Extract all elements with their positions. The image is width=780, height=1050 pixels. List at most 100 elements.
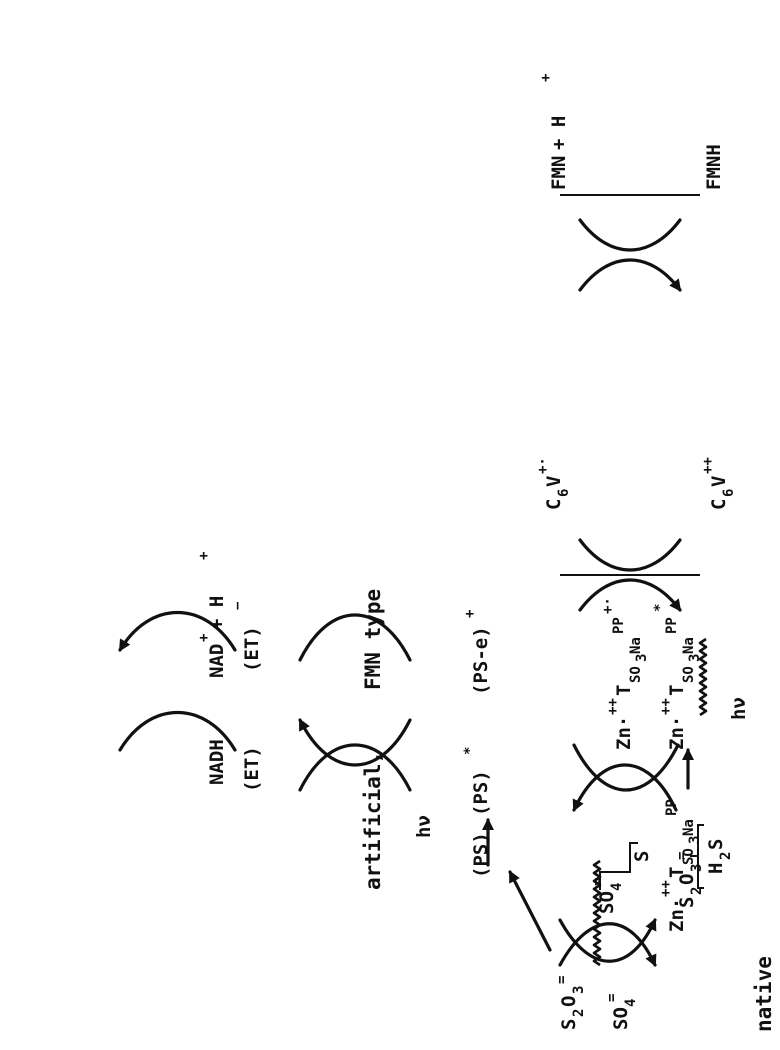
art-fmn-tail-sup: + xyxy=(538,74,554,82)
ps-excited-main: (PS) xyxy=(470,770,492,816)
native-arc2-c xyxy=(298,613,412,662)
s-label: S xyxy=(631,851,653,862)
art-t-sub2: 3 xyxy=(687,836,703,844)
art-arc2-b xyxy=(578,538,682,572)
art-arc3-a xyxy=(578,258,682,292)
art-s2o3-s: S xyxy=(558,1019,580,1030)
art-zn-pp-excited: Zn· ++ T SO 3 Na PP * xyxy=(652,604,703,750)
art-ex-t-sub2: 3 xyxy=(687,654,703,662)
art-arc3-b xyxy=(578,218,682,252)
nad-tail: + H xyxy=(206,596,228,630)
art-c6v-oxidized: C 6 V ++ xyxy=(700,457,737,510)
art-na-sup: PP xyxy=(664,799,680,816)
product-s: S xyxy=(631,851,653,862)
art-ox-t-sub2: 3 xyxy=(634,654,650,662)
art-ox-zn-sup: ++ xyxy=(605,698,621,715)
art-ox-t-sub: SO xyxy=(628,666,644,683)
art-ox-dot: +· xyxy=(600,597,616,614)
art-light-wave xyxy=(698,637,708,717)
native-section: native H 2 S S 2 O 3 = S SO 4 xyxy=(118,552,776,1032)
et-reduced-main: (ET) xyxy=(241,626,263,672)
donor-bracket xyxy=(697,824,704,889)
et-oxidized: (ET) xyxy=(241,746,263,792)
artificial-label: artificial, xyxy=(361,751,385,890)
so4-sub: 4 xyxy=(609,883,625,891)
art-ox-zn: Zn· xyxy=(613,716,635,750)
art-ex-star: * xyxy=(652,604,668,612)
s2o3-s-sub: 2 xyxy=(689,887,705,895)
native-light-wave xyxy=(592,859,602,967)
native-label: native xyxy=(752,956,776,1032)
ps-oxidized-charge: + xyxy=(462,610,478,618)
art-arc-in xyxy=(558,922,657,967)
art-fmnh: FMNH xyxy=(703,144,725,190)
art-c6v-red-v: V xyxy=(543,476,565,487)
native-arc3-b xyxy=(118,710,237,752)
donor-h2s: H 2 S xyxy=(705,839,734,874)
art-s2o3: S 2 O 3 = xyxy=(554,976,587,1030)
artificial-body: S 2 O 3 = SO 4 = Zn· ++ T SO 3 xyxy=(535,74,750,1030)
s2o3-s: S xyxy=(676,897,698,908)
native-light-arrow xyxy=(508,870,552,952)
native-arc2-a xyxy=(298,743,412,792)
nadh-label: NADH xyxy=(206,739,228,785)
art-ox-na-sup: PP xyxy=(611,617,627,634)
et-reduced: (ET) − xyxy=(230,602,263,672)
art-s2o3-o-sub: 3 xyxy=(571,986,587,994)
art-c6v-reduced: C 6 V +· xyxy=(535,457,572,510)
art-na: Na xyxy=(681,819,697,836)
art-so4-main: SO xyxy=(610,1007,632,1030)
fmn-type-label: FMN type xyxy=(361,589,385,690)
art-so4: SO 4 = xyxy=(604,994,639,1030)
nad-main: NAD xyxy=(206,644,228,678)
art-zn-pp-oxidized: Zn· ++ T SO 3 Na PP +· xyxy=(600,597,650,750)
h2s-tail: S xyxy=(705,839,727,850)
native-arc2-b xyxy=(298,718,412,767)
art-so4-charge: = xyxy=(604,994,620,1002)
art-arc-out xyxy=(558,918,657,963)
art-zn-sup: ++ xyxy=(658,880,674,897)
product-so4: SO 4 = xyxy=(590,878,625,914)
ps-excited-star: * xyxy=(462,747,478,755)
ps-oxidized: (PS-e) + xyxy=(462,610,492,695)
h2s-main: H xyxy=(705,863,727,874)
artificial-section: artificial, FMN type xyxy=(361,589,385,890)
art-ex-zn-sup: ++ xyxy=(658,698,674,715)
art-fmn: FMN + H + xyxy=(538,74,570,190)
native-hv: hν xyxy=(413,815,435,838)
art-ox-na: Na xyxy=(628,637,644,654)
art-c6v-ox-v: V xyxy=(708,476,730,487)
native-arc-in xyxy=(572,763,678,812)
art-s2o3-o: O xyxy=(558,996,580,1007)
art-c6v-ox-sup: ++ xyxy=(700,457,716,474)
art-c6v-red-sub: 6 xyxy=(556,489,572,497)
ps-oxidized-main: (PS-e) xyxy=(470,626,492,695)
art-ex-na: Na xyxy=(681,637,697,654)
art-ex-t: T xyxy=(666,685,688,696)
artificial-header: artificial, FMN type xyxy=(361,589,385,890)
so4-main: SO xyxy=(596,891,618,914)
art-zn: Zn· xyxy=(666,898,688,932)
et-reduced-charge: − xyxy=(230,602,246,610)
art-fmn-main: FMN xyxy=(548,156,570,190)
art-t: T xyxy=(666,867,688,878)
art-c6v-ox-sub: 6 xyxy=(721,489,737,497)
art-c6v-ox-main: C xyxy=(708,499,730,510)
art-ox-t: T xyxy=(613,685,635,696)
art-s2o3-charge: = xyxy=(554,976,570,984)
s2o3-charge: = xyxy=(674,852,690,860)
native-arc-out xyxy=(572,743,680,792)
nad-label: NAD + + H + xyxy=(196,552,228,678)
native-arc3-a xyxy=(118,610,237,652)
art-so4-sub: 4 xyxy=(623,999,639,1007)
art-ex-na-sup: PP xyxy=(664,617,680,634)
art-ex-zn: Zn· xyxy=(666,716,688,750)
h2s-sub: 2 xyxy=(718,852,734,860)
s2o3-o: O xyxy=(676,874,698,885)
art-ex-t-sub: SO xyxy=(681,666,697,683)
so4-charge: = xyxy=(590,878,606,886)
art-fmn-tail: + H xyxy=(548,116,570,150)
art-t-sub: SO xyxy=(681,848,697,865)
ps-excited: (PS) * xyxy=(462,747,492,816)
